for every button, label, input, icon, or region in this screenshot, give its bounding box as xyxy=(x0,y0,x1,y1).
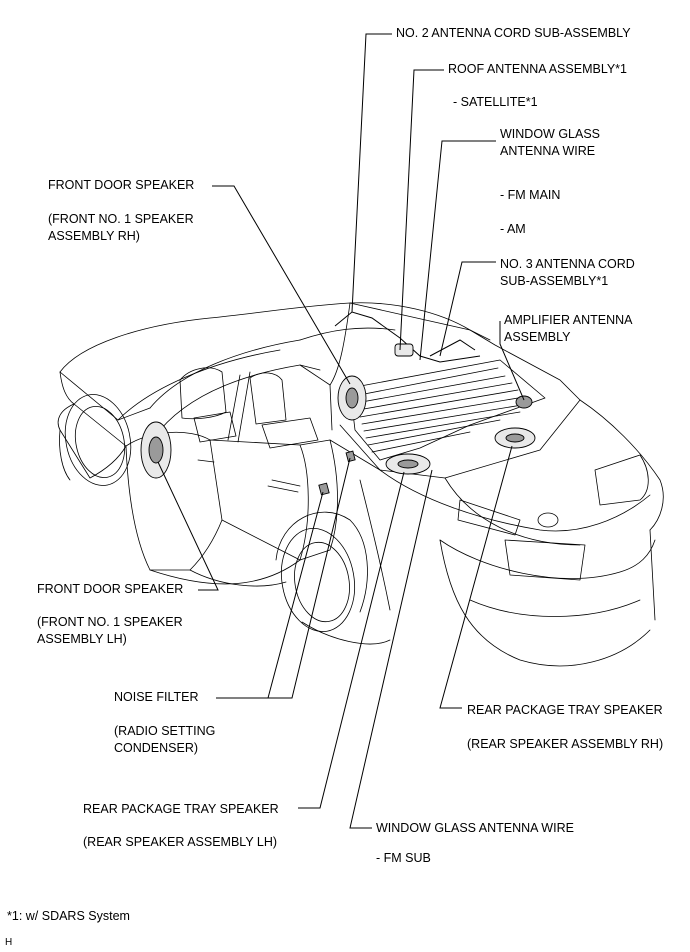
corner-code: H xyxy=(5,937,13,948)
label-amp-antenna-line2: ASSEMBLY xyxy=(504,330,571,344)
label-fm-sub: - FM SUB xyxy=(376,851,431,865)
label-rear-tray-speaker-rh: REAR PACKAGE TRAY SPEAKER xyxy=(467,703,663,717)
label-no2-antenna-cord: NO. 2 ANTENNA CORD SUB-ASSEMBLY xyxy=(396,26,631,40)
label-am: - AM xyxy=(500,222,526,236)
label-satellite: - SATELLITE*1 xyxy=(453,95,538,109)
amplifier-antenna xyxy=(515,395,533,409)
label-no3-cord-line2: SUB-ASSEMBLY*1 xyxy=(500,274,609,288)
label-rear-tray-lh-sub: (REAR SPEAKER ASSEMBLY LH) xyxy=(83,835,278,849)
label-window-glass-wire-line1: WINDOW GLASS xyxy=(500,127,601,141)
label-roof-antenna: ROOF ANTENNA ASSEMBLY*1 xyxy=(448,62,627,76)
label-front-door-speaker-lh: FRONT DOOR SPEAKER xyxy=(37,582,184,596)
car-body xyxy=(57,302,664,667)
label-rear-tray-speaker-lh: REAR PACKAGE TRAY SPEAKER xyxy=(83,802,279,816)
label-front-door-lh-sub-line1: (FRONT NO. 1 SPEAKER xyxy=(37,615,183,629)
label-amp-antenna-line1: AMPLIFIER ANTENNA xyxy=(504,313,633,327)
label-front-door-rh-sub-line1: (FRONT NO. 1 SPEAKER xyxy=(48,212,194,226)
label-rear-tray-rh-sub: (REAR SPEAKER ASSEMBLY RH) xyxy=(467,737,664,751)
footnote: *1: w/ SDARS System xyxy=(7,909,130,923)
leader-lines xyxy=(157,33,525,829)
label-front-door-rh-sub-line2: ASSEMBLY RH) xyxy=(48,229,140,243)
label-front-door-lh-sub-line2: ASSEMBLY LH) xyxy=(37,632,127,646)
label-noise-filter-sub-line1: (RADIO SETTING xyxy=(114,724,216,738)
label-noise-filter-sub-line2: CONDENSER) xyxy=(114,741,199,755)
label-window-glass-wire-sub: WINDOW GLASS ANTENNA WIRE xyxy=(376,821,574,835)
label-no3-cord-line1: NO. 3 ANTENNA CORD xyxy=(500,257,635,271)
noise-filter-2 xyxy=(345,450,356,463)
label-noise-filter: NOISE FILTER xyxy=(114,690,199,704)
label-front-door-speaker-rh: FRONT DOOR SPEAKER xyxy=(48,178,195,192)
label-window-glass-wire-line2: ANTENNA WIRE xyxy=(500,144,596,158)
noise-filter-1 xyxy=(318,482,330,496)
roof-antenna xyxy=(394,343,414,357)
label-fm-main: - FM MAIN xyxy=(500,188,561,202)
